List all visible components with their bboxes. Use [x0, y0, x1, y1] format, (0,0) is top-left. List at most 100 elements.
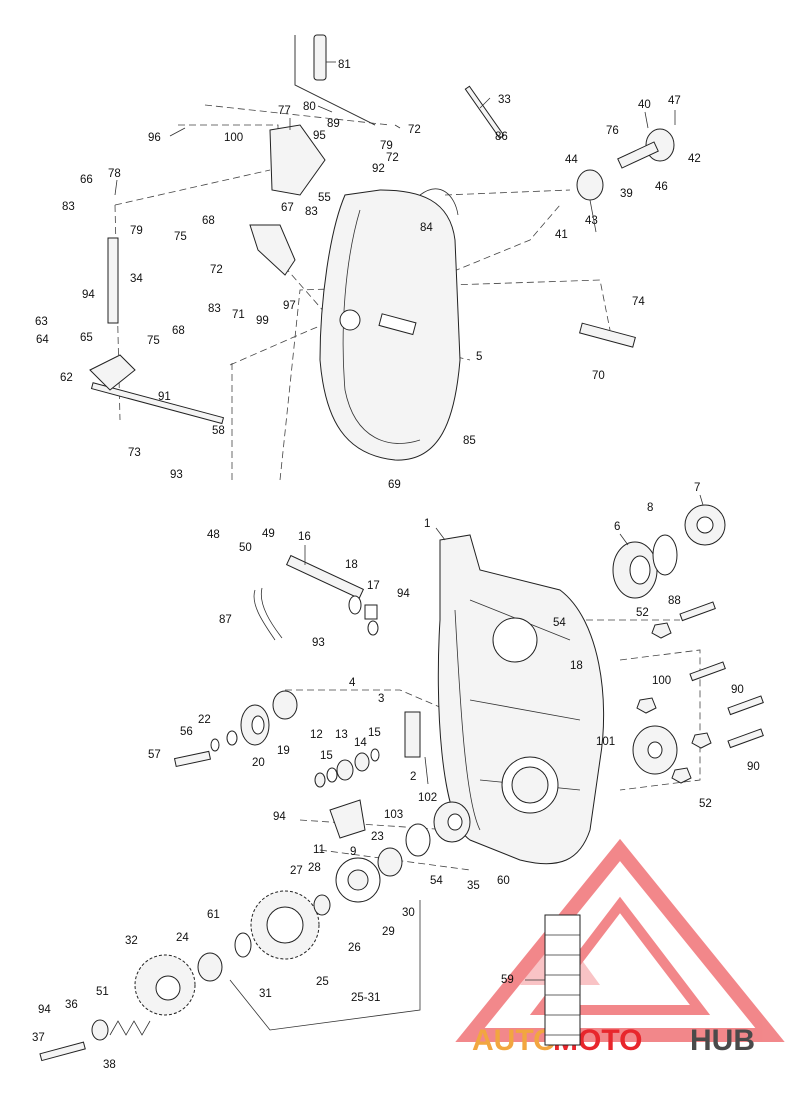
label-47: 47: [668, 95, 681, 107]
bracket-62: [89, 354, 136, 391]
label-48: 48: [207, 529, 220, 541]
ring-103: [405, 823, 431, 857]
label-94c: 94: [273, 811, 286, 823]
label-49: 49: [262, 528, 275, 540]
label-18b: 18: [570, 660, 583, 672]
label-41: 41: [555, 229, 568, 241]
label-16: 16: [298, 531, 311, 543]
label-29: 29: [382, 926, 395, 938]
label-11: 11: [313, 844, 325, 856]
label-13: 13: [335, 729, 348, 741]
label-68: 68: [202, 215, 215, 227]
label-72: 72: [408, 124, 421, 136]
chain-59: [544, 914, 581, 1046]
label-72b: 72: [386, 152, 399, 164]
label-57: 57: [148, 749, 161, 761]
label-66: 66: [80, 174, 93, 186]
label-46: 46: [655, 181, 668, 193]
bolt-37: [39, 1041, 86, 1062]
label-22: 22: [198, 714, 211, 726]
label-26: 26: [348, 942, 361, 954]
label-37: 37: [32, 1032, 45, 1044]
washer-101: [632, 725, 678, 775]
label-17: 17: [367, 580, 380, 592]
label-77: 77: [278, 105, 291, 117]
label-69: 69: [388, 479, 401, 491]
sleeve-24: [197, 952, 223, 982]
label-52b: 52: [699, 798, 712, 810]
label-40: 40: [638, 99, 651, 111]
label-50: 50: [239, 542, 252, 554]
label-54: 54: [553, 617, 566, 629]
label-56: 56: [180, 726, 193, 738]
label-12: 12: [310, 729, 323, 741]
label-30: 30: [402, 907, 415, 919]
shift-lever-80: [294, 34, 376, 126]
block-2: [404, 711, 421, 758]
label-20: 20: [252, 757, 265, 769]
svg-text:AUTO: AUTO: [472, 1024, 556, 1057]
label-32: 32: [125, 935, 138, 947]
label-73: 73: [128, 447, 141, 459]
label-23: 23: [371, 831, 384, 843]
shaft-39: [617, 141, 659, 169]
label-39: 39: [620, 188, 633, 200]
gear-43: [576, 169, 604, 201]
callout-labels: 81 80 77 96 100 95 89 79 72 33 86 40 47 …: [32, 59, 760, 1071]
rod-34: [107, 237, 119, 324]
label-101: 101: [596, 736, 615, 748]
label-19: 19: [277, 745, 290, 757]
label-36: 36: [65, 999, 78, 1011]
label-58: 58: [212, 425, 225, 437]
label-35: 35: [467, 880, 480, 892]
leader-lines: [114, 61, 704, 1031]
label-91: 91: [158, 391, 171, 403]
label-96: 96: [148, 132, 161, 144]
chaincase-main: [437, 534, 605, 865]
svg-text:HUB: HUB: [690, 1024, 755, 1057]
bushing-19: [272, 690, 298, 720]
label-61: 61: [207, 909, 220, 921]
bolt-57: [173, 750, 212, 768]
label-84: 84: [420, 222, 433, 234]
label-83: 83: [62, 201, 75, 213]
label-74: 74: [632, 296, 645, 308]
rod-73: [90, 382, 225, 425]
label-79b: 79: [130, 225, 143, 237]
ring-61: [234, 932, 252, 958]
label-72c: 72: [210, 264, 223, 276]
label-3: 3: [378, 693, 384, 705]
label-93b: 93: [312, 637, 325, 649]
label-88: 88: [668, 595, 681, 607]
label-34: 34: [130, 273, 143, 285]
bearing-6: [612, 541, 658, 599]
cup-36: [91, 1019, 109, 1041]
label-85: 85: [463, 435, 476, 447]
label-2: 2: [410, 771, 416, 783]
label-87: 87: [219, 614, 232, 626]
label-100b: 100: [652, 675, 671, 687]
label-25-31: 25-31: [351, 992, 380, 1004]
label-89: 89: [327, 118, 340, 130]
watermark-text: AUTO MOTO HUB: [472, 1024, 755, 1057]
label-31: 31: [259, 988, 272, 1000]
label-27: 27: [290, 865, 303, 877]
shaft-16: [285, 554, 379, 636]
bearing-102: [433, 801, 471, 843]
label-90b: 90: [747, 761, 760, 773]
rod-86: [464, 85, 505, 139]
seal-7: [684, 504, 726, 546]
label-64: 64: [36, 334, 49, 346]
label-78: 78: [108, 168, 121, 180]
label-92: 92: [372, 163, 385, 175]
label-15b: 15: [368, 727, 381, 739]
hub-29: [335, 857, 381, 903]
washers-22-56: [210, 730, 238, 752]
label-8: 8: [647, 502, 653, 514]
label-5: 5: [476, 351, 482, 363]
ring-8: [652, 534, 678, 576]
sprocket-25: [250, 890, 320, 960]
label-55: 55: [318, 192, 331, 204]
label-94d: 94: [38, 1004, 51, 1016]
